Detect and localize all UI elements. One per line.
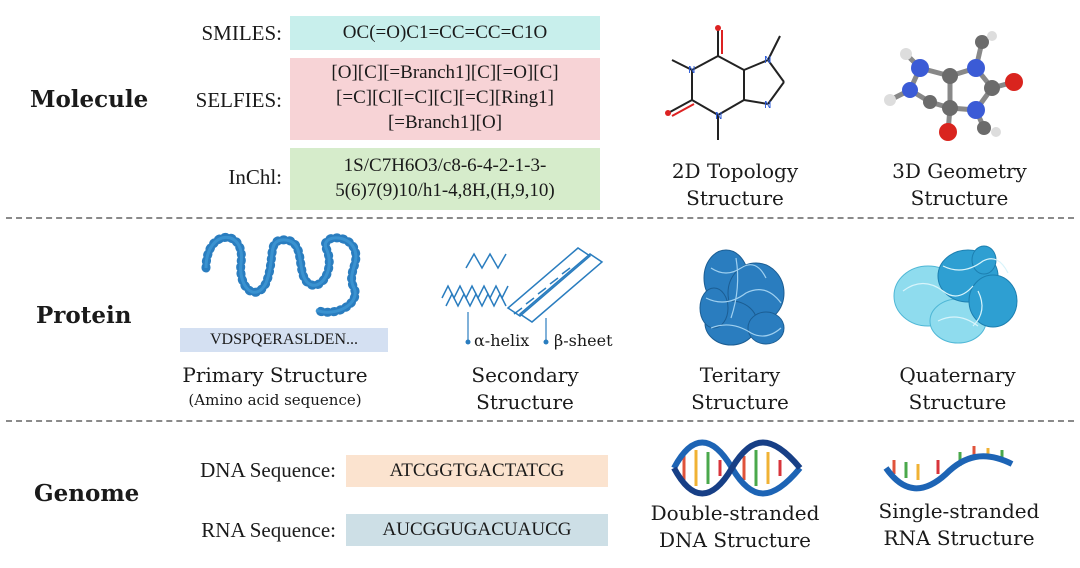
beta-sheet-label: β-sheet [554,331,613,350]
protein-chain-icon [201,232,361,317]
rna-sequence-label: RNA Sequence: [201,518,336,542]
geometry-caption: 3D Geometry Structure [872,158,1047,212]
single-stranded-caption: Single-stranded RNA Structure [864,498,1054,552]
selfies-line: [=C][C][=C][C][=C][Ring1] [336,87,554,108]
double-stranded-caption: Double-stranded DNA Structure [640,500,830,554]
caption-line: RNA Structure [883,526,1035,550]
molecule-3d-icon [884,31,1023,141]
section-divider-bottom [6,420,1074,422]
primary-caption: Primary Structure [182,363,368,387]
section-label-molecule: Molecule [30,86,149,113]
primary-subcaption: (Amino acid sequence) [188,391,362,409]
caption-line: 2D Topology [671,159,799,183]
tertiary-protein-icon [699,249,785,346]
rna-sequence-value: AUCGGUGACUAUCG [346,514,608,546]
secondary-caption: Secondary Structure [440,362,610,416]
caption-line: Secondary [471,363,579,387]
caption-line: 3D Geometry [892,159,1027,183]
dna-sequence-value: ATCGGTGACTATCG [346,455,608,487]
section-divider-top [6,217,1074,219]
quaternary-protein-icon [893,245,1018,344]
tertiary-caption: Teritary Structure [660,362,820,416]
alpha-helix-label: α-helix [474,331,530,350]
selfies-label: SELFIES: [195,88,282,112]
amino-acid-sequence: VDSPQERASLDEN... [180,328,388,352]
inchi-label: InChl: [228,165,282,189]
caption-line: DNA Structure [658,528,812,552]
smiles-value: OC(=O)C1=CC=CC=C1O [290,16,600,50]
caption-line: Structure [910,186,1009,210]
caption-line: Structure [691,390,789,414]
section-label-protein: Protein [36,302,132,329]
molecule-2d-icon: N N N N [665,25,785,140]
rna-single-strand-icon [883,446,1014,492]
helix-sheet-icon [441,247,604,345]
svg-text:N: N [715,111,722,122]
selfies-line: [=Branch1][O] [387,112,503,133]
svg-text:N: N [688,65,695,76]
selfies-value: [O][C][=Branch1][C][=O][C] [=C][C][=C][C… [290,58,600,140]
caption-line: Teritary [699,363,781,387]
svg-text:N: N [764,55,771,66]
inchi-line: 1S/C7H6O3/c8-6-4-2-1-3- [343,155,547,176]
caption-line: Structure [908,390,1007,414]
smiles-label: SMILES: [201,21,282,45]
caption-line: Single-stranded [878,499,1040,523]
topology-caption: 2D Topology Structure [650,158,820,212]
caption-line: Quaternary [899,363,1016,387]
inchi-line: 5(6)7(9)10/h1-4,8H,(H,9,10) [335,180,555,201]
quaternary-caption: Quaternary Structure [875,362,1040,416]
selfies-line: [O][C][=Branch1][C][=O][C] [331,62,559,83]
caption-line: Structure [686,186,784,210]
dna-double-helix-icon [671,439,803,497]
caption-line: Structure [476,390,574,414]
caption-line: Double-stranded [650,501,820,525]
section-label-genome: Genome [34,480,140,507]
inchi-value: 1S/C7H6O3/c8-6-4-2-1-3- 5(6)7(9)10/h1-4,… [290,148,600,210]
svg-text:N: N [764,100,771,111]
dna-sequence-label: DNA Sequence: [200,458,336,482]
